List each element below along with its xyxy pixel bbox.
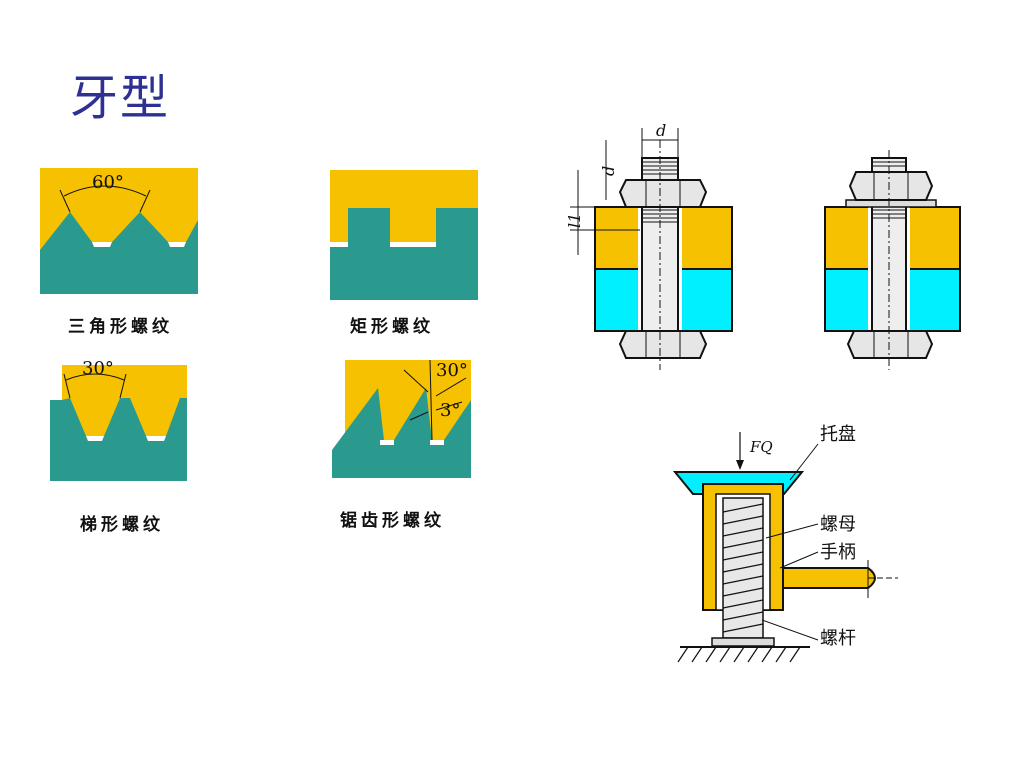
angle-arrow	[435, 401, 463, 411]
angle-label-30: 30°	[82, 358, 114, 379]
buttress-thread-profile	[332, 388, 471, 478]
label-screw: 螺杆	[820, 628, 856, 649]
rectangular-thread-profile	[330, 208, 478, 300]
dim-label-l1: l1	[565, 213, 584, 228]
angle-label-30: 30°	[436, 360, 468, 381]
force-label: FQ	[749, 438, 773, 456]
rectangular-root-gap	[390, 242, 436, 247]
angle-arc	[65, 373, 125, 381]
angle-arrow	[403, 369, 429, 393]
caption-triangular-thread: 三角形螺纹	[68, 317, 173, 337]
leader-nut	[765, 523, 819, 539]
leader-screw	[761, 619, 819, 641]
dim-label-d-side: d	[599, 166, 618, 176]
buttress-thread-diagram: 30° 3°	[332, 359, 471, 478]
trapezoidal-thread-profile	[50, 398, 187, 481]
washer	[845, 199, 937, 208]
leader-tray	[789, 443, 819, 481]
rectangular-root-gap	[330, 242, 348, 247]
angle-label-3: 3°	[440, 400, 460, 421]
reference-line	[429, 359, 433, 441]
buttress-root-gap	[380, 440, 394, 445]
triangular-thread-profile	[40, 212, 198, 294]
screw-jack-diagram: FQ 托盘 螺母 手柄 螺杆	[672, 424, 898, 663]
angle-line	[119, 373, 127, 399]
label-nut: 螺母	[820, 514, 856, 535]
triangular-root-gap	[92, 242, 112, 247]
angle-line	[63, 373, 71, 399]
angle-line	[139, 189, 151, 213]
bolt-head	[846, 330, 934, 359]
screw-helix	[722, 503, 764, 633]
triangular-thread-diagram: 60°	[40, 168, 198, 294]
base-plate	[711, 637, 775, 647]
caption-buttress-thread: 锯齿形螺纹	[340, 511, 445, 531]
ground-hatching	[677, 646, 801, 663]
handle	[782, 567, 876, 589]
page-title: 牙型	[70, 70, 171, 126]
leader-handle	[779, 551, 819, 569]
trapezoidal-root-gap	[146, 436, 166, 441]
bolt-head	[618, 330, 708, 359]
buttress-root-gap	[430, 440, 444, 445]
caption-trapezoidal-thread: 梯形螺纹	[80, 515, 164, 535]
label-tray: 托盘	[820, 424, 856, 445]
angle-arrow	[409, 411, 429, 421]
angle-arrow	[435, 377, 467, 397]
bolt-joint-washer	[824, 150, 961, 370]
caption-rectangular-thread: 矩形螺纹	[350, 317, 434, 337]
triangular-root-gap	[168, 242, 186, 247]
bolt-thread-marks	[642, 161, 678, 223]
angle-label-60: 60°	[92, 172, 124, 193]
force-arrowhead	[736, 460, 744, 470]
trapezoidal-thread-diagram: 30°	[50, 358, 187, 481]
dim-label-d: d	[656, 121, 666, 140]
bolt-joint-dimensioned: d d l1	[565, 121, 733, 370]
top-nut	[848, 171, 934, 201]
angle-line	[59, 189, 71, 213]
trapezoidal-root-gap	[86, 436, 104, 441]
label-handle: 手柄	[820, 542, 856, 563]
rectangular-thread-diagram	[330, 170, 478, 300]
angle-arc	[63, 185, 147, 197]
top-nut	[618, 179, 708, 208]
